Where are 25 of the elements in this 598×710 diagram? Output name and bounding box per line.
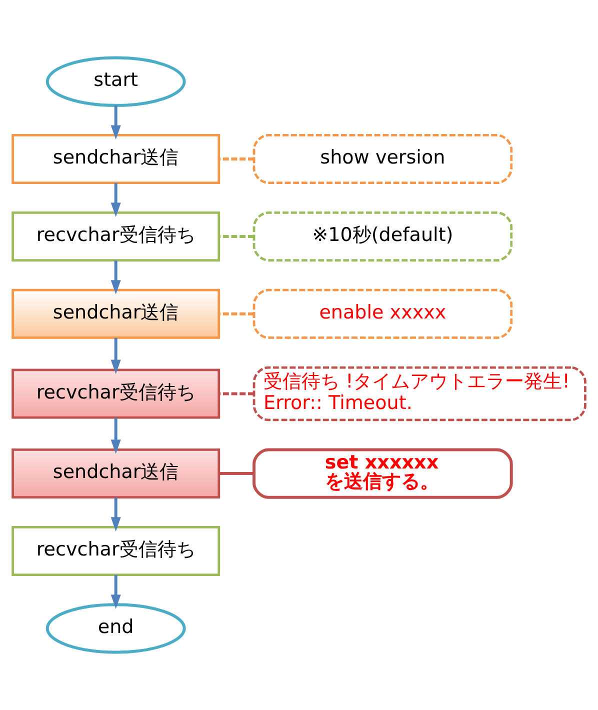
arrow	[110, 418, 121, 454]
node-ellipse: end	[46, 603, 186, 654]
arrow	[110, 338, 121, 374]
arrow	[110, 106, 121, 140]
connector	[219, 158, 254, 161]
node-box: ※10秒(default)	[252, 211, 513, 262]
node-box: 受信待ち !タイムアウトエラー発生! Error:: Timeout.	[252, 366, 586, 422]
node-ellipse: start	[46, 56, 186, 107]
node-box: sendchar送信	[12, 134, 220, 184]
arrow	[110, 260, 121, 294]
node-box: sendchar送信	[12, 288, 220, 339]
node-box: recvchar受信待ち	[12, 211, 220, 262]
node-box: set xxxxxx を送信する。	[252, 448, 513, 499]
node-box: show version	[252, 134, 513, 184]
arrow	[110, 498, 121, 532]
node-box: enable xxxxx	[252, 288, 513, 339]
connector	[219, 472, 254, 476]
node-box: recvchar受信待ち	[12, 526, 220, 576]
arrow	[110, 183, 121, 217]
connector	[219, 234, 254, 238]
connector	[219, 392, 254, 396]
node-box: recvchar受信待ち	[12, 368, 220, 419]
node-box: sendchar送信	[12, 448, 220, 499]
arrow	[110, 575, 121, 609]
connector	[219, 312, 254, 316]
